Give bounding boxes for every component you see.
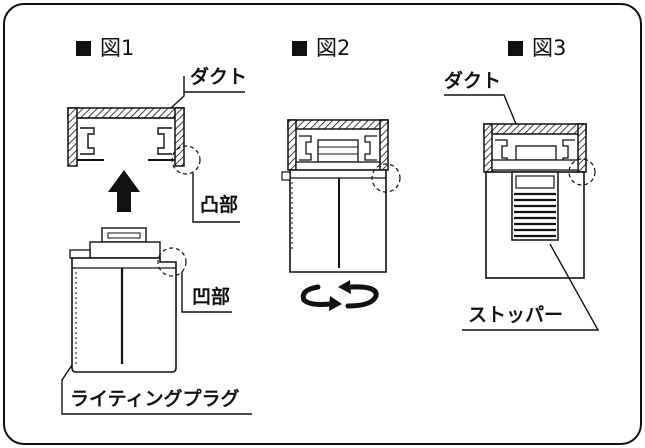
figure-3-title: 図3 bbox=[508, 38, 566, 59]
square-bullet-icon bbox=[292, 41, 307, 56]
insert-arrow bbox=[108, 170, 140, 212]
duct-label-fig3: ダクト bbox=[444, 70, 502, 92]
figure-2-title: 図2 bbox=[292, 38, 350, 59]
figure-1-plug bbox=[69, 227, 177, 373]
convex-label: 凸部 bbox=[200, 194, 239, 216]
stopper-highlight bbox=[568, 158, 596, 186]
concave-highlight bbox=[157, 247, 187, 277]
lighting-plug-label: ライティングプラグ bbox=[70, 388, 240, 410]
square-bullet-icon bbox=[508, 41, 523, 56]
outer-border bbox=[3, 3, 642, 445]
duct-label-fig1: ダクト bbox=[190, 66, 248, 88]
rotate-arrows bbox=[300, 284, 379, 309]
figure-1-title: 図1 bbox=[76, 38, 134, 59]
stopper-label: ストッパー bbox=[468, 304, 564, 326]
concave-label: 凹部 bbox=[192, 286, 231, 308]
convex-highlight bbox=[171, 145, 201, 175]
square-bullet-icon bbox=[76, 41, 91, 56]
figure-3-assembly bbox=[483, 123, 587, 279]
figure-1-duct bbox=[67, 107, 185, 167]
figure-2-assembly bbox=[281, 119, 389, 273]
lock-highlight bbox=[371, 163, 401, 193]
